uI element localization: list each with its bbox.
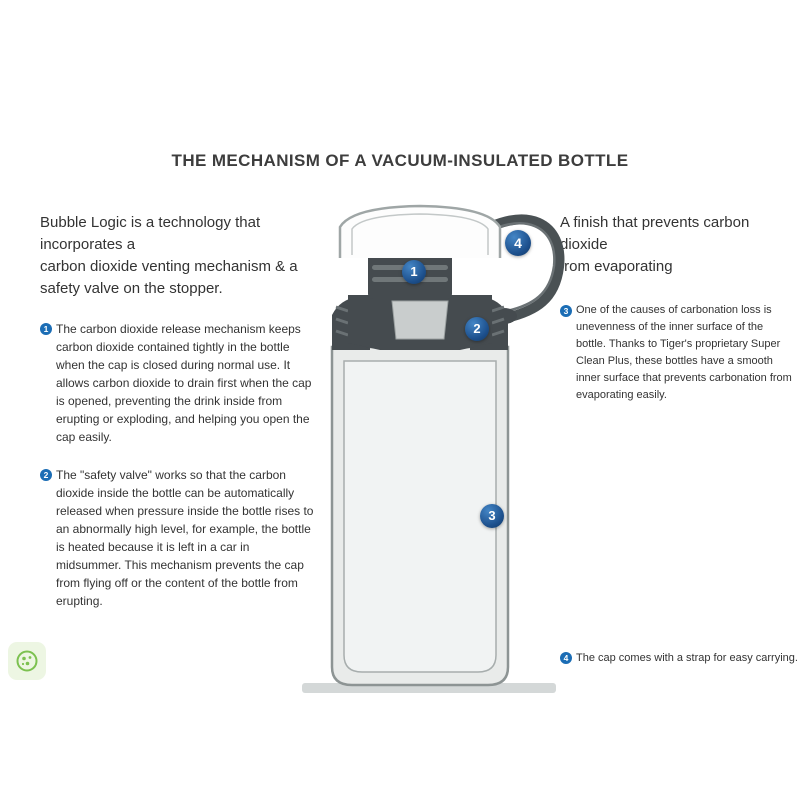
carbonation-bubbles-icon — [16, 650, 38, 672]
bottle-diagram — [300, 195, 570, 700]
point-1: 1 The carbon dioxide release mechanism k… — [40, 320, 316, 446]
right-heading: A finish that prevents carbon dioxide fr… — [560, 214, 750, 276]
point-1-text: The carbon dioxide release mechanism kee… — [56, 322, 312, 445]
marker-3: 3 — [480, 504, 504, 528]
bottle-inner-wall — [343, 360, 497, 673]
page-title: THE MECHANISM OF A VACUUM-INSULATED BOTT… — [171, 151, 629, 170]
carbonation-badge-button[interactable] — [8, 642, 46, 680]
intro-text: Bubble Logic is a technology that incorp… — [40, 214, 298, 298]
point-3-text: One of the causes of carbonation loss is… — [576, 304, 792, 402]
cap-inner-line — [351, 213, 489, 255]
left-column: Bubble Logic is a technology that incorp… — [40, 212, 316, 610]
point-2-text: The "safety valve" works so that the car… — [56, 468, 314, 609]
cap — [338, 204, 502, 258]
bullet-2-icon: 2 — [40, 469, 52, 482]
point-2: 2 The "safety valve" works so that the c… — [40, 466, 316, 610]
point-3: 3 One of the causes of carbonation loss … — [560, 302, 792, 404]
marker-1: 1 — [402, 260, 426, 284]
marker-4: 4 — [505, 230, 531, 256]
bullet-3-icon: 3 — [560, 305, 572, 318]
marker-2: 2 — [465, 317, 489, 341]
bottle-cross-section-illustration — [302, 204, 565, 693]
mouth-threads-left — [335, 305, 349, 337]
bullet-4-icon: 4 — [560, 652, 572, 664]
right-column: A finish that prevents carbon dioxide fr… — [560, 212, 792, 404]
bullet-1-icon: 1 — [40, 323, 52, 336]
point-4-text: The cap comes with a strap for easy carr… — [576, 652, 798, 664]
safety-valve — [391, 300, 449, 340]
mouth-threads-right — [491, 305, 505, 337]
point-4: 4 The cap comes with a strap for easy ca… — [560, 650, 800, 667]
